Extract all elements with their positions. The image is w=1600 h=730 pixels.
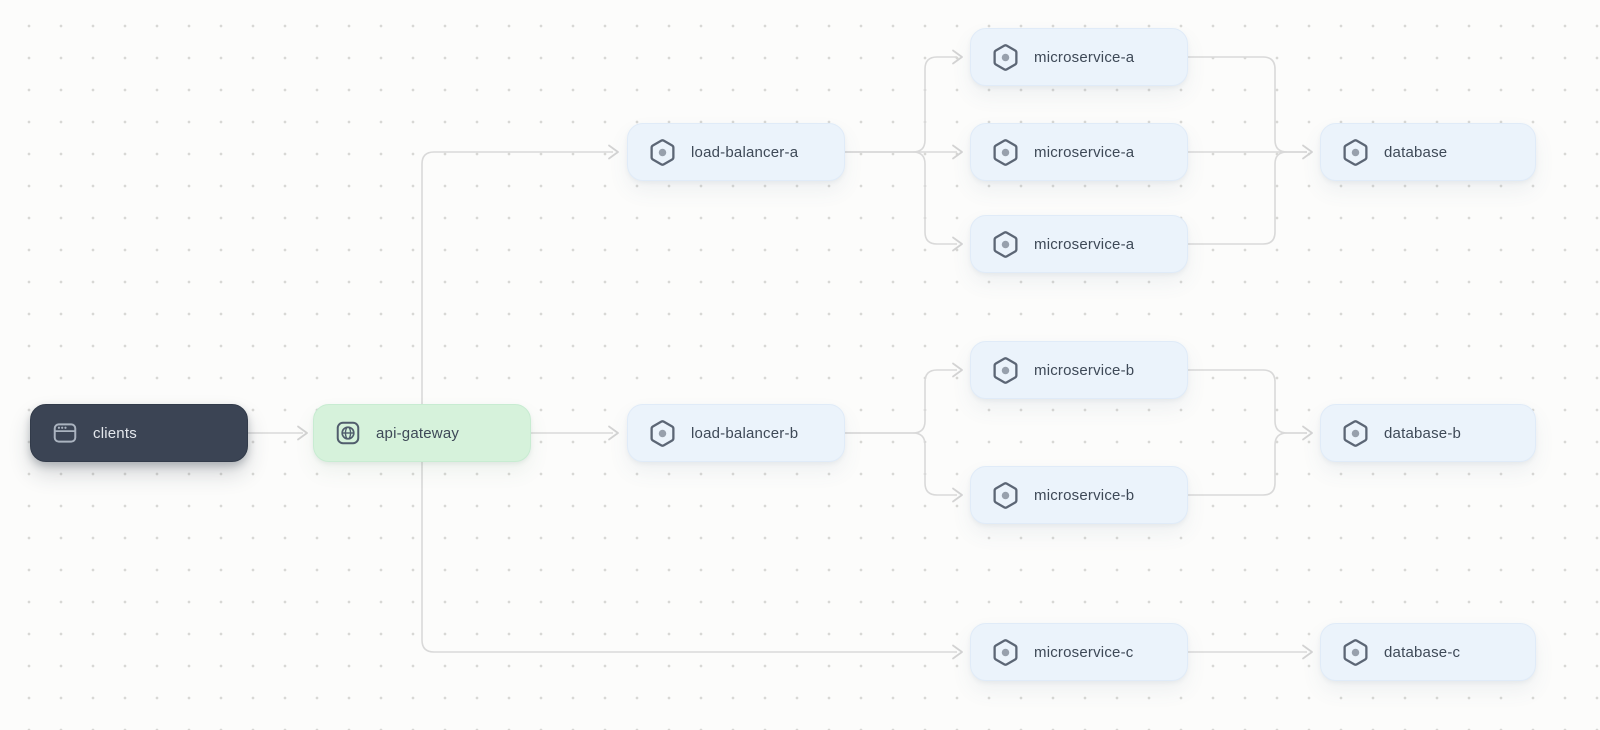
node-microservice-a-2[interactable]: microservice-a [970, 123, 1188, 181]
node-load-balancer-b[interactable]: load-balancer-b [627, 404, 845, 462]
hexagon-node-icon [650, 138, 675, 166]
hexagon-node-icon [993, 481, 1018, 509]
node-microservice-a-3[interactable]: microservice-a [970, 215, 1188, 273]
node-label: microservice-a [1034, 143, 1135, 161]
node-clients[interactable]: clients [30, 404, 248, 462]
node-label: database [1384, 143, 1448, 161]
node-label: microservice-a [1034, 48, 1135, 66]
node-microservice-b-2[interactable]: microservice-b [970, 466, 1188, 524]
node-database[interactable]: database [1320, 123, 1536, 181]
hexagon-node-icon [993, 356, 1018, 384]
node-microservice-c[interactable]: microservice-c [970, 623, 1188, 681]
hexagon-node-icon [1343, 638, 1368, 666]
node-microservice-b-1[interactable]: microservice-b [970, 341, 1188, 399]
hexagon-node-icon [993, 230, 1018, 258]
node-microservice-a-1[interactable]: microservice-a [970, 28, 1188, 86]
node-label: clients [93, 424, 137, 442]
hexagon-node-icon [993, 43, 1018, 71]
hexagon-node-icon [993, 638, 1018, 666]
node-api-gateway[interactable]: api-gateway [313, 404, 531, 462]
node-load-balancer-a[interactable]: load-balancer-a [627, 123, 845, 181]
node-label: database-c [1384, 643, 1461, 661]
app-window-icon [53, 423, 77, 443]
node-label: microservice-b [1034, 486, 1135, 504]
node-database-b[interactable]: database-b [1320, 404, 1536, 462]
hexagon-node-icon [993, 138, 1018, 166]
node-label: microservice-b [1034, 361, 1135, 379]
node-label: microservice-c [1034, 643, 1134, 661]
node-label: api-gateway [376, 424, 460, 442]
node-label: load-balancer-a [691, 143, 799, 161]
hexagon-node-icon [1343, 138, 1368, 166]
node-label: load-balancer-b [691, 424, 799, 442]
node-label: database-b [1384, 424, 1462, 442]
hexagon-node-icon [1343, 419, 1368, 447]
globe-icon [336, 421, 360, 445]
node-database-c[interactable]: database-c [1320, 623, 1536, 681]
hexagon-node-icon [650, 419, 675, 447]
node-label: microservice-a [1034, 235, 1135, 253]
